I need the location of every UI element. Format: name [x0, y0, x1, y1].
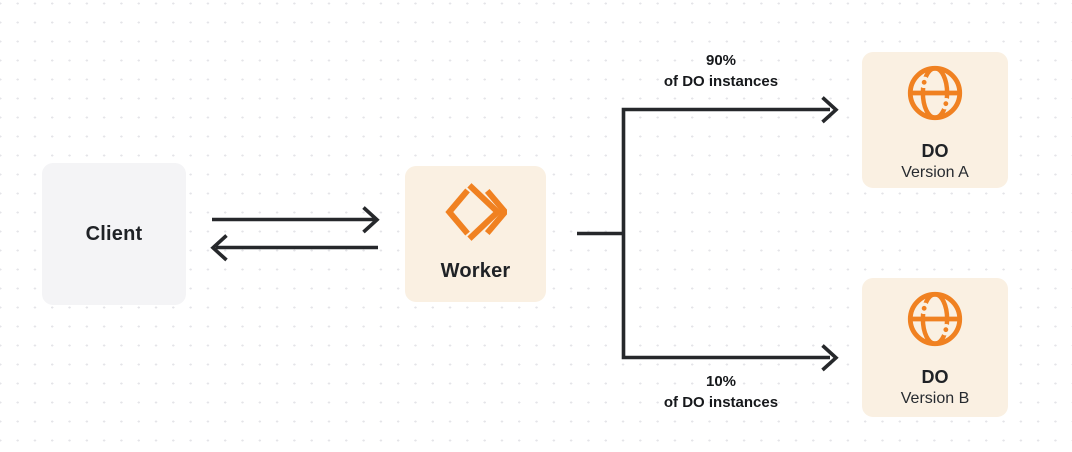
edge-percent-a: 90%	[705, 52, 737, 69]
node-client: Client	[42, 163, 186, 305]
do-a-title: DO	[921, 141, 949, 161]
edge-label-version-b: 10% of DO instances	[596, 371, 846, 413]
edge-caption-a: of DO instances	[663, 73, 779, 90]
node-worker: Worker	[405, 166, 546, 302]
node-do-version-a: DO Version A	[862, 52, 1008, 188]
node-do-version-b: DO Version B	[862, 278, 1008, 417]
durable-object-globe-icon	[904, 62, 966, 129]
arrow-worker-to-client	[210, 234, 378, 262]
arrow-branch-to-version-a	[621, 96, 839, 234]
client-label: Client	[85, 222, 143, 245]
do-b-title: DO	[921, 367, 949, 387]
arrow-branch-to-version-b	[621, 233, 839, 372]
arrow-client-to-worker	[212, 206, 380, 234]
do-b-subtitle: Version B	[900, 390, 970, 407]
edge-caption-b: of DO instances	[663, 394, 779, 411]
worker-label: Worker	[440, 260, 511, 282]
cloudflare-workers-icon	[444, 182, 509, 247]
edge-label-version-a: 90% of DO instances	[596, 50, 846, 92]
edge-percent-b: 10%	[705, 373, 737, 390]
do-a-subtitle: Version A	[901, 164, 969, 181]
durable-object-globe-icon	[904, 288, 966, 355]
